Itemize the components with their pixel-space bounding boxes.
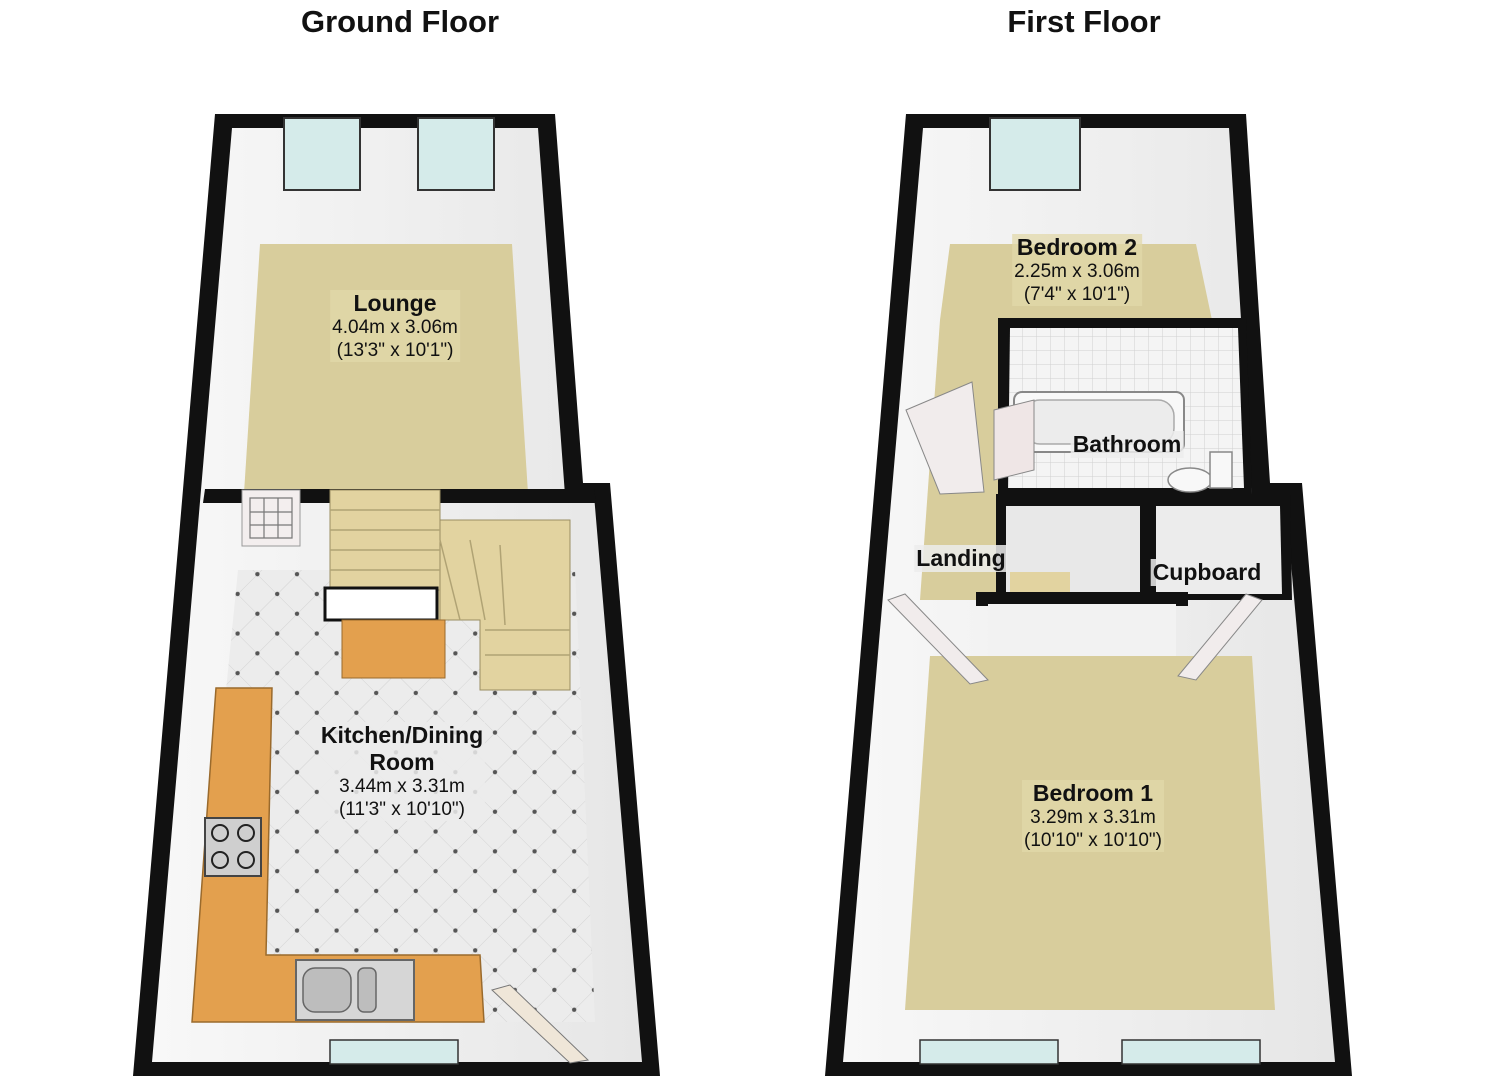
bathroom-name: Bathroom — [1070, 431, 1184, 459]
bedroom1-name: Bedroom 1 — [1022, 780, 1164, 808]
bedroom2-imperial: (7'4" x 10'1") — [1012, 283, 1142, 306]
bedroom1-metric: 3.29m x 3.31m — [1022, 807, 1164, 830]
cupboard-door — [1177, 593, 1263, 681]
bedroom2-metric: 2.25m x 3.06m — [1012, 261, 1142, 284]
bedroom1-imperial: (10'10" x 10'10") — [1022, 829, 1164, 852]
ground-floor-plan — [133, 114, 660, 1076]
bedroom1-window-right — [1121, 1039, 1261, 1065]
lounge-name: Lounge — [330, 290, 460, 318]
bedroom2-door — [905, 381, 985, 495]
lounge-window-right — [417, 117, 495, 191]
kitchen-imperial: (11'3" x 10'10") — [318, 798, 486, 822]
lounge-floor — [244, 244, 528, 493]
bedroom1-label: Bedroom 1 3.29m x 3.31m (10'10" x 10'10"… — [1022, 780, 1164, 852]
kitchen-island — [341, 619, 446, 679]
kitchen-metric: 3.44m x 3.31m — [318, 776, 486, 799]
bedroom2-label: Bedroom 2 2.25m x 3.06m (7'4" x 10'1") — [1012, 234, 1142, 306]
lounge-metric: 4.04m x 3.06m — [330, 317, 460, 340]
bathroom-plan — [993, 318, 1252, 494]
kitchen-label: Kitchen/Dining Room 3.44m x 3.31m (11'3"… — [318, 722, 486, 822]
ground-floor-title: Ground Floor — [300, 4, 500, 39]
lounge-label: Lounge 4.04m x 3.06m (13'3" x 10'1") — [330, 290, 460, 362]
bedroom1-door-left — [887, 593, 989, 685]
hall-door — [241, 489, 301, 547]
bedroom2-name: Bedroom 2 — [1012, 234, 1142, 262]
kitchen-window — [329, 1039, 459, 1065]
landing-name: Landing — [914, 545, 1008, 573]
cupboard-name: Cupboard — [1150, 559, 1264, 587]
hob — [204, 817, 262, 877]
lounge-window-left — [283, 117, 361, 191]
kitchen-name-line1: Kitchen/Dining — [318, 722, 486, 750]
sink — [295, 959, 415, 1021]
kitchen-worktop — [191, 687, 485, 1023]
back-door — [491, 984, 590, 1064]
bedroom1-top-wall — [976, 592, 1188, 606]
bedroom2-window — [989, 117, 1081, 191]
bedroom1-window-left — [919, 1039, 1059, 1065]
cupboard-label: Cupboard — [1150, 559, 1264, 587]
first-floor-title: First Floor — [1007, 4, 1161, 39]
lounge-imperial: (13'3" x 10'1") — [330, 339, 460, 362]
kitchen-name-line2: Room — [318, 749, 486, 777]
bathroom-label: Bathroom — [1070, 431, 1184, 459]
staircase — [323, 489, 571, 691]
landing-label: Landing — [914, 545, 1008, 573]
